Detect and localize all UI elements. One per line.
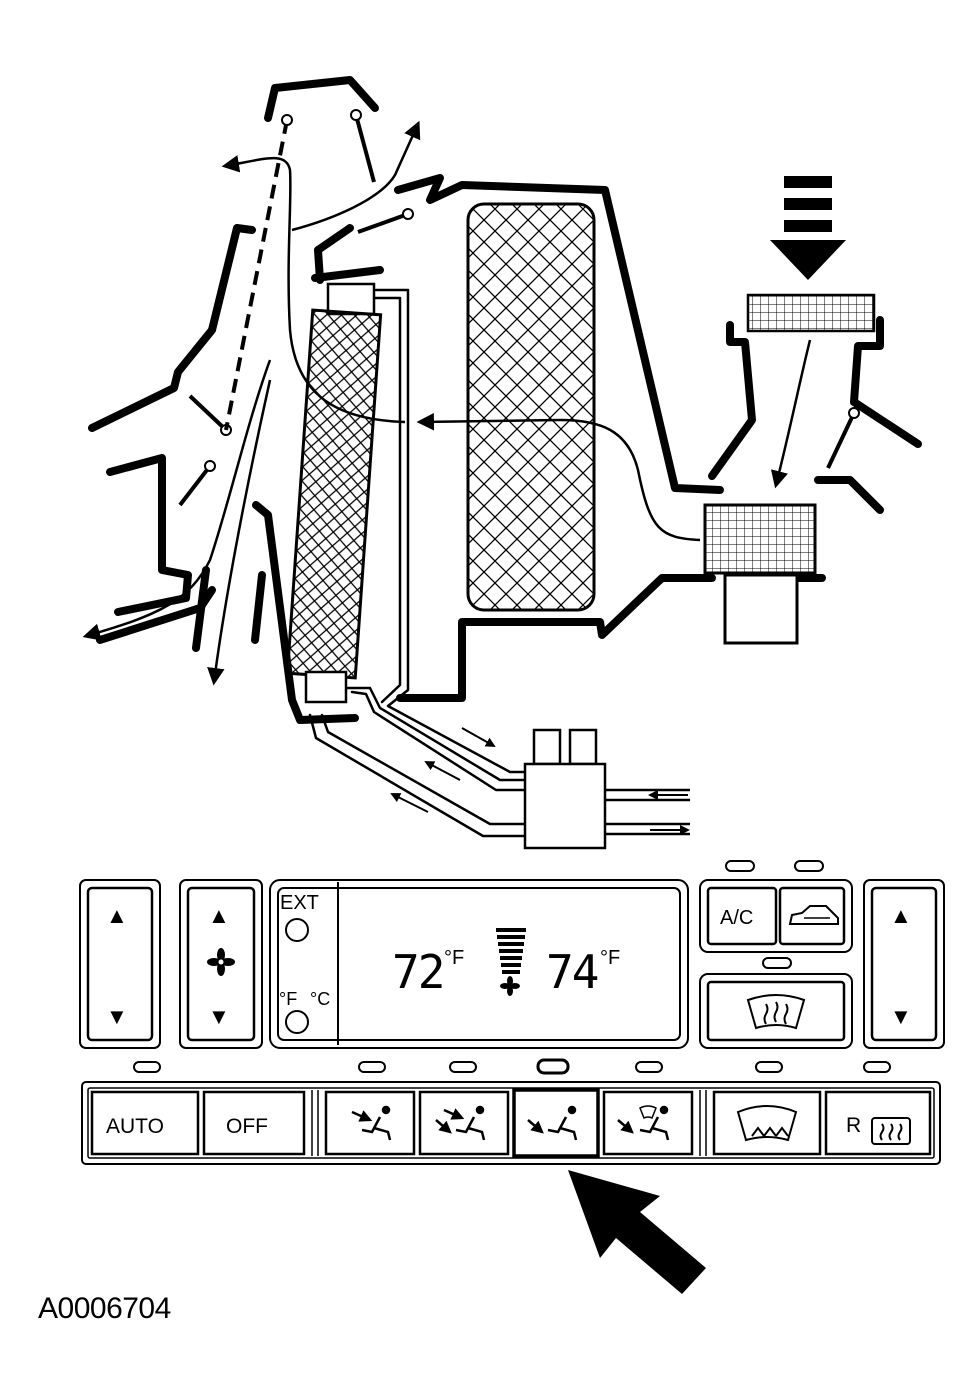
climate-control-panel: ▲ ▼ ▲ ▼ EXT °F °C (79, 860, 945, 1165)
display-fan-icon (500, 976, 520, 996)
panel-mode-button[interactable] (324, 1090, 416, 1156)
passenger-temp-rocker[interactable]: ▲ ▼ (863, 879, 945, 1049)
ac-button[interactable]: A/C (706, 886, 778, 946)
passenger-temp-down-arrow: ▼ (890, 1004, 912, 1029)
driver-temp-unit: °F (444, 947, 464, 969)
front-defrost-icon (746, 994, 806, 1030)
floor-mode-icon (527, 1105, 578, 1141)
max-defrost-button[interactable] (706, 980, 846, 1042)
defrost-indicator (762, 957, 792, 969)
ext-label: EXT (280, 892, 319, 914)
auto-label: AUTO (106, 1115, 164, 1138)
fahrenheit-label: °F (279, 989, 297, 1009)
bilevel-mode-button[interactable] (418, 1090, 510, 1156)
rear-defrost-label: R (846, 1114, 861, 1137)
passenger-temp-readout: 74 (546, 945, 598, 999)
floor-defrost-mode-button[interactable] (602, 1090, 694, 1156)
air-inlet-grille (746, 293, 876, 333)
fan-speed-rocker[interactable]: ▲ ▼ (179, 879, 263, 1049)
hvac-housing (88, 76, 922, 838)
airflow-paths (82, 120, 812, 686)
max-defrost-button-group (699, 973, 853, 1049)
passenger-temp-up-arrow: ▲ (890, 903, 912, 928)
fan-icon (207, 948, 235, 976)
driver-temp-up-arrow: ▲ (106, 903, 128, 928)
driver-temp-down-arrow: ▼ (106, 1004, 128, 1029)
mode-button-strip (81, 1081, 941, 1165)
mode-indicators (133, 1058, 891, 1075)
driver-temp-rocker[interactable]: ▲ ▼ (79, 879, 161, 1049)
selected-mode-pointer-arrow (568, 1170, 706, 1294)
ac-indicator (725, 860, 755, 872)
figure-id: A0006704 (38, 1292, 171, 1325)
blower-assembly (703, 503, 817, 645)
windshield-defrost-button[interactable] (712, 1090, 822, 1156)
mode-doors (178, 109, 860, 507)
panel-mode-icon (351, 1105, 392, 1141)
rear-defrost-button[interactable]: R (824, 1090, 932, 1156)
coolant-flow-arrows (390, 727, 690, 835)
water-valve (523, 728, 690, 850)
recirc-indicator (794, 860, 824, 872)
ac-recirc-group: A/C (699, 879, 853, 953)
driver-temp-readout: 72 (392, 945, 443, 999)
off-button[interactable]: OFF (202, 1090, 306, 1156)
recirc-car-icon (788, 905, 839, 925)
ac-label: A/C (720, 907, 753, 929)
bilevel-mode-icon (435, 1105, 486, 1141)
windshield-defrost-icon (736, 1105, 798, 1142)
rear-defrost-icon (871, 1117, 911, 1145)
auto-button[interactable]: AUTO (90, 1090, 200, 1156)
evaporator-core (466, 202, 596, 612)
passenger-temp-unit: °F (600, 947, 620, 969)
units-button[interactable] (285, 1010, 309, 1034)
celsius-label: °C (310, 989, 330, 1009)
fan-level-bars (496, 928, 526, 974)
fresh-air-inlet-arrow (770, 176, 846, 280)
recirc-button[interactable] (778, 886, 846, 946)
floor-mode-button[interactable] (512, 1088, 600, 1158)
temperature-display: EXT °F °C 72 °F 74 °F (269, 879, 689, 1049)
floor-defrost-mode-icon (617, 1105, 670, 1141)
ext-button[interactable] (285, 918, 309, 942)
fan-down-arrow: ▼ (208, 1004, 230, 1029)
heater-core (285, 282, 383, 704)
fan-up-arrow: ▲ (208, 903, 230, 928)
off-label: OFF (226, 1115, 268, 1138)
